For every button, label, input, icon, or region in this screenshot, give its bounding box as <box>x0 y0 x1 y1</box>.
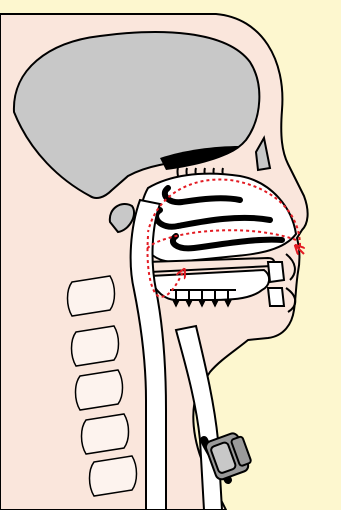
oral-cavity <box>150 270 269 300</box>
upper-teeth <box>268 262 284 282</box>
vertebra <box>90 456 137 496</box>
vertebra <box>82 414 129 454</box>
vertebra <box>76 370 123 410</box>
vertebra <box>72 326 119 366</box>
lower-teeth <box>268 288 284 306</box>
vertebra <box>68 276 115 316</box>
